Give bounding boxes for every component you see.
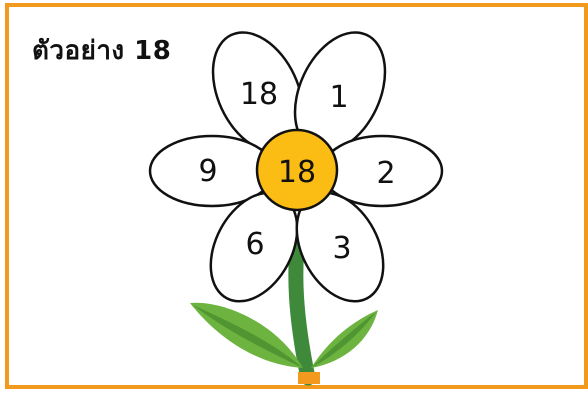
petal-number-left: 9 <box>198 154 217 189</box>
center-number: 18 <box>278 155 316 190</box>
left-leaf <box>190 303 303 368</box>
petal-number-bottom-right: 3 <box>332 231 351 266</box>
petal-number-bottom-left: 6 <box>245 227 264 262</box>
right-leaf <box>311 310 378 368</box>
stem-base <box>298 372 320 384</box>
petal-number-top-left: 18 <box>240 77 278 112</box>
petal-number-top-right: 1 <box>329 80 348 115</box>
petal-number-right: 2 <box>376 156 395 191</box>
